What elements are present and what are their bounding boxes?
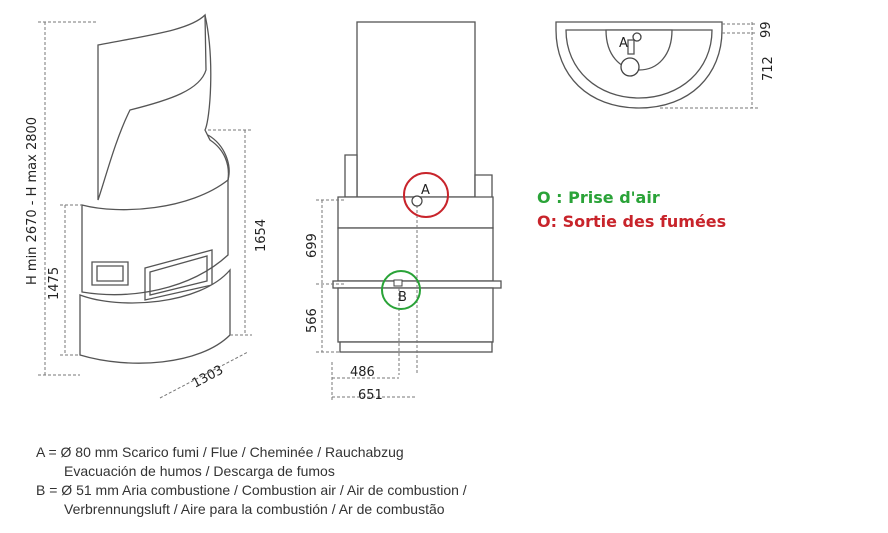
legend-flue-outlet: O: Sortie des fumées [537,212,726,231]
dim-566: 566 [305,308,320,333]
legend-air-intake: O : Prise d'air [537,188,660,207]
note-line-3: B = Ø 51 mm Aria combustione / Combustio… [36,482,467,498]
elevation-dimensions [316,199,418,400]
dim-486: 486 [350,365,375,380]
note-line-4: Verbrennungsluft / Aire para la combusti… [64,501,445,517]
note-line-1: A = Ø 80 mm Scarico fumi / Flue / Chemin… [36,444,404,460]
dim-height-range: H min 2670 - H max 2800 [25,117,40,285]
perspective-dimensions [38,21,252,399]
dim-699: 699 [305,233,320,258]
plan-dimensions [660,22,760,109]
dim-1303: 1303 [190,363,226,392]
dim-1475: 1475 [47,267,62,300]
dim-1654: 1654 [254,219,269,252]
dim-99: 99 [759,21,774,38]
perspective-view [79,13,231,364]
dim-712: 712 [761,56,776,81]
marker-a-top-label: A [619,36,628,51]
note-line-2: Evacuación de humos / Descarga de fumos [64,463,335,479]
flue-outlet-marker: A [403,172,449,218]
plan-view [555,21,723,109]
dim-651: 651 [358,388,383,403]
air-intake-marker: B [381,270,421,310]
marker-a-label: A [421,183,430,198]
marker-b-label: B [398,290,407,305]
